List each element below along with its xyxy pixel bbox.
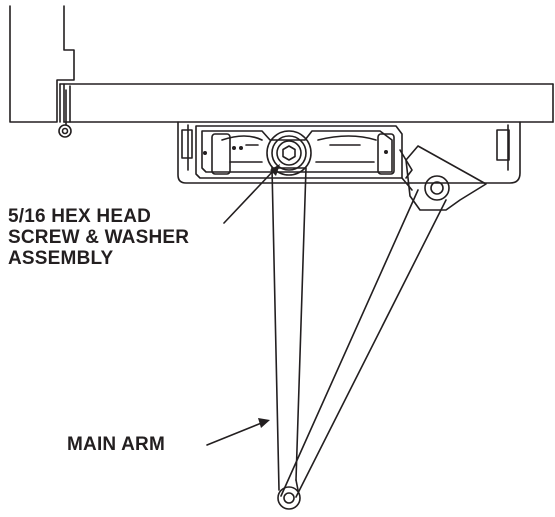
main-arm-callout-label: MAIN ARM [67, 434, 165, 455]
screw-callout-line-3: ASSEMBLY [8, 248, 114, 269]
forearm [280, 145, 487, 498]
leader-main-arm [206, 421, 265, 446]
door-header [63, 83, 554, 123]
arrowhead-screw [270, 164, 280, 176]
leader-screw [223, 167, 277, 224]
mounting-bracket [177, 121, 521, 184]
screw-callout-label: 5/16 HEX HEAD SCREW & WASHER ASSEMBLY [8, 206, 189, 269]
screw-callout-line-1: 5/16 HEX HEAD [8, 206, 152, 227]
hex-head-screw [266, 130, 312, 176]
screw-callout-line-2: SCREW & WASHER [8, 227, 190, 248]
main-arm [271, 167, 307, 510]
door-frame [9, 5, 75, 123]
main-arm-callout-text: MAIN ARM [67, 434, 165, 455]
closer-body-holes [203, 146, 388, 155]
hinge-eye [58, 89, 72, 138]
arrowhead-main-arm [258, 418, 270, 428]
